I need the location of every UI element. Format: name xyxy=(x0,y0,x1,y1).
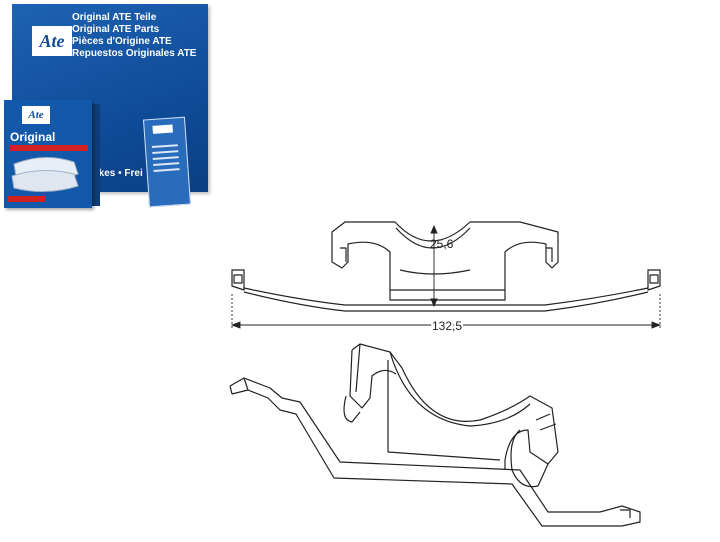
product-box-small-side xyxy=(92,104,100,206)
small-box-title: Original xyxy=(10,130,56,144)
front-view-drawing xyxy=(231,221,661,312)
dimension-height-label: 25,6 xyxy=(430,237,454,251)
dimension-lines xyxy=(230,224,662,330)
small-box-red-band xyxy=(10,145,88,151)
box-strip-text: Brakes • Frei xyxy=(82,168,143,179)
product-box-small: Ate Original xyxy=(4,100,92,208)
box-line-de: Original ATE Teile xyxy=(72,12,157,23)
box-language-lines: Original ATE Teile Original ATE Parts Pi… xyxy=(72,12,206,60)
brake-pads-illustration xyxy=(11,157,79,193)
small-box-footer-band xyxy=(8,196,46,202)
dimension-width-label: 132,5 xyxy=(432,319,462,333)
box-line-es: Repuestos Originales ATE xyxy=(72,48,197,59)
ate-logo-small: Ate xyxy=(22,106,50,124)
isometric-view-drawing xyxy=(229,343,641,527)
ate-logo: Ate xyxy=(32,26,72,56)
box-line-fr: Pièces d'Origine ATE xyxy=(72,36,172,47)
box-line-en: Original ATE Parts xyxy=(72,24,160,35)
